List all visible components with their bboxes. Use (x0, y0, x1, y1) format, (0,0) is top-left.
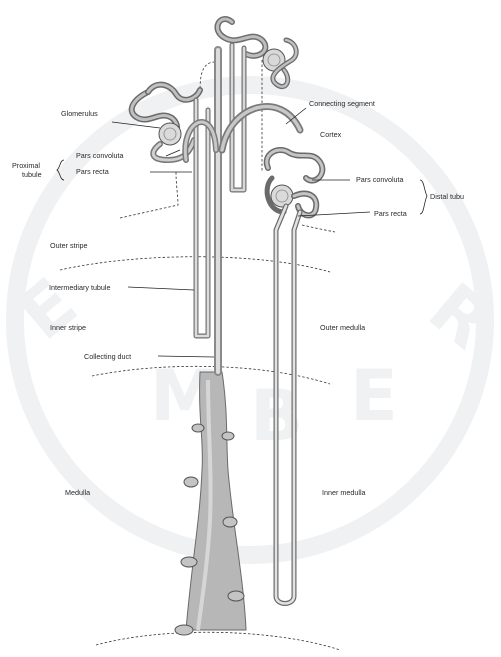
duct-branch (184, 477, 198, 487)
label-pars-convoluta-left: Pars convoluta (76, 151, 124, 160)
duct-branch (228, 591, 244, 601)
label-inner-medulla: Inner medulla (322, 488, 366, 497)
label-collecting-duct: Collecting duct (84, 352, 131, 361)
label-intermediary-tubule: Intermediary tubule (49, 283, 111, 292)
duct-branch (222, 432, 234, 440)
duct-branch (175, 625, 193, 635)
leader-pars-convoluta-left (166, 150, 180, 156)
long-loop-nephron-right (267, 150, 323, 604)
leader-intermediary-tubule (128, 287, 194, 290)
glomerulus-right (271, 185, 293, 207)
glomerulus-left (159, 123, 181, 145)
label-outer-medulla: Outer medulla (320, 323, 365, 332)
label-medulla: Medulla (65, 488, 90, 497)
label-pars-convoluta-right: Pars convoluta (356, 175, 404, 184)
duct-branch (223, 517, 237, 527)
label-proximal-tubule-line2: tubule (22, 170, 42, 179)
label-pars-recta-right: Pars recta (374, 209, 407, 218)
distal-bracket (420, 180, 427, 214)
duct-branch (192, 424, 204, 432)
label-inner-stripe: Inner stripe (50, 323, 86, 332)
label-connecting-segment: Connecting segment (309, 99, 375, 108)
cortex-boundary-lower-right (302, 225, 335, 232)
watermark-letter: E (350, 355, 398, 437)
label-glomerulus: Glomerulus (61, 109, 98, 118)
labels: Glomerulus Proximal tubule Pars convolut… (12, 99, 464, 497)
label-distal-tubule: Distal tubu (430, 192, 464, 201)
papilla-tip-boundary (96, 632, 340, 650)
duct-branch (181, 557, 197, 567)
label-pars-recta-left: Pars recta (76, 167, 109, 176)
label-outer-stripe: Outer stripe (50, 241, 88, 250)
cortex-boundary-left (120, 172, 178, 218)
label-proximal-tubule-line1: Proximal (12, 161, 40, 170)
label-cortex: Cortex (320, 130, 342, 139)
